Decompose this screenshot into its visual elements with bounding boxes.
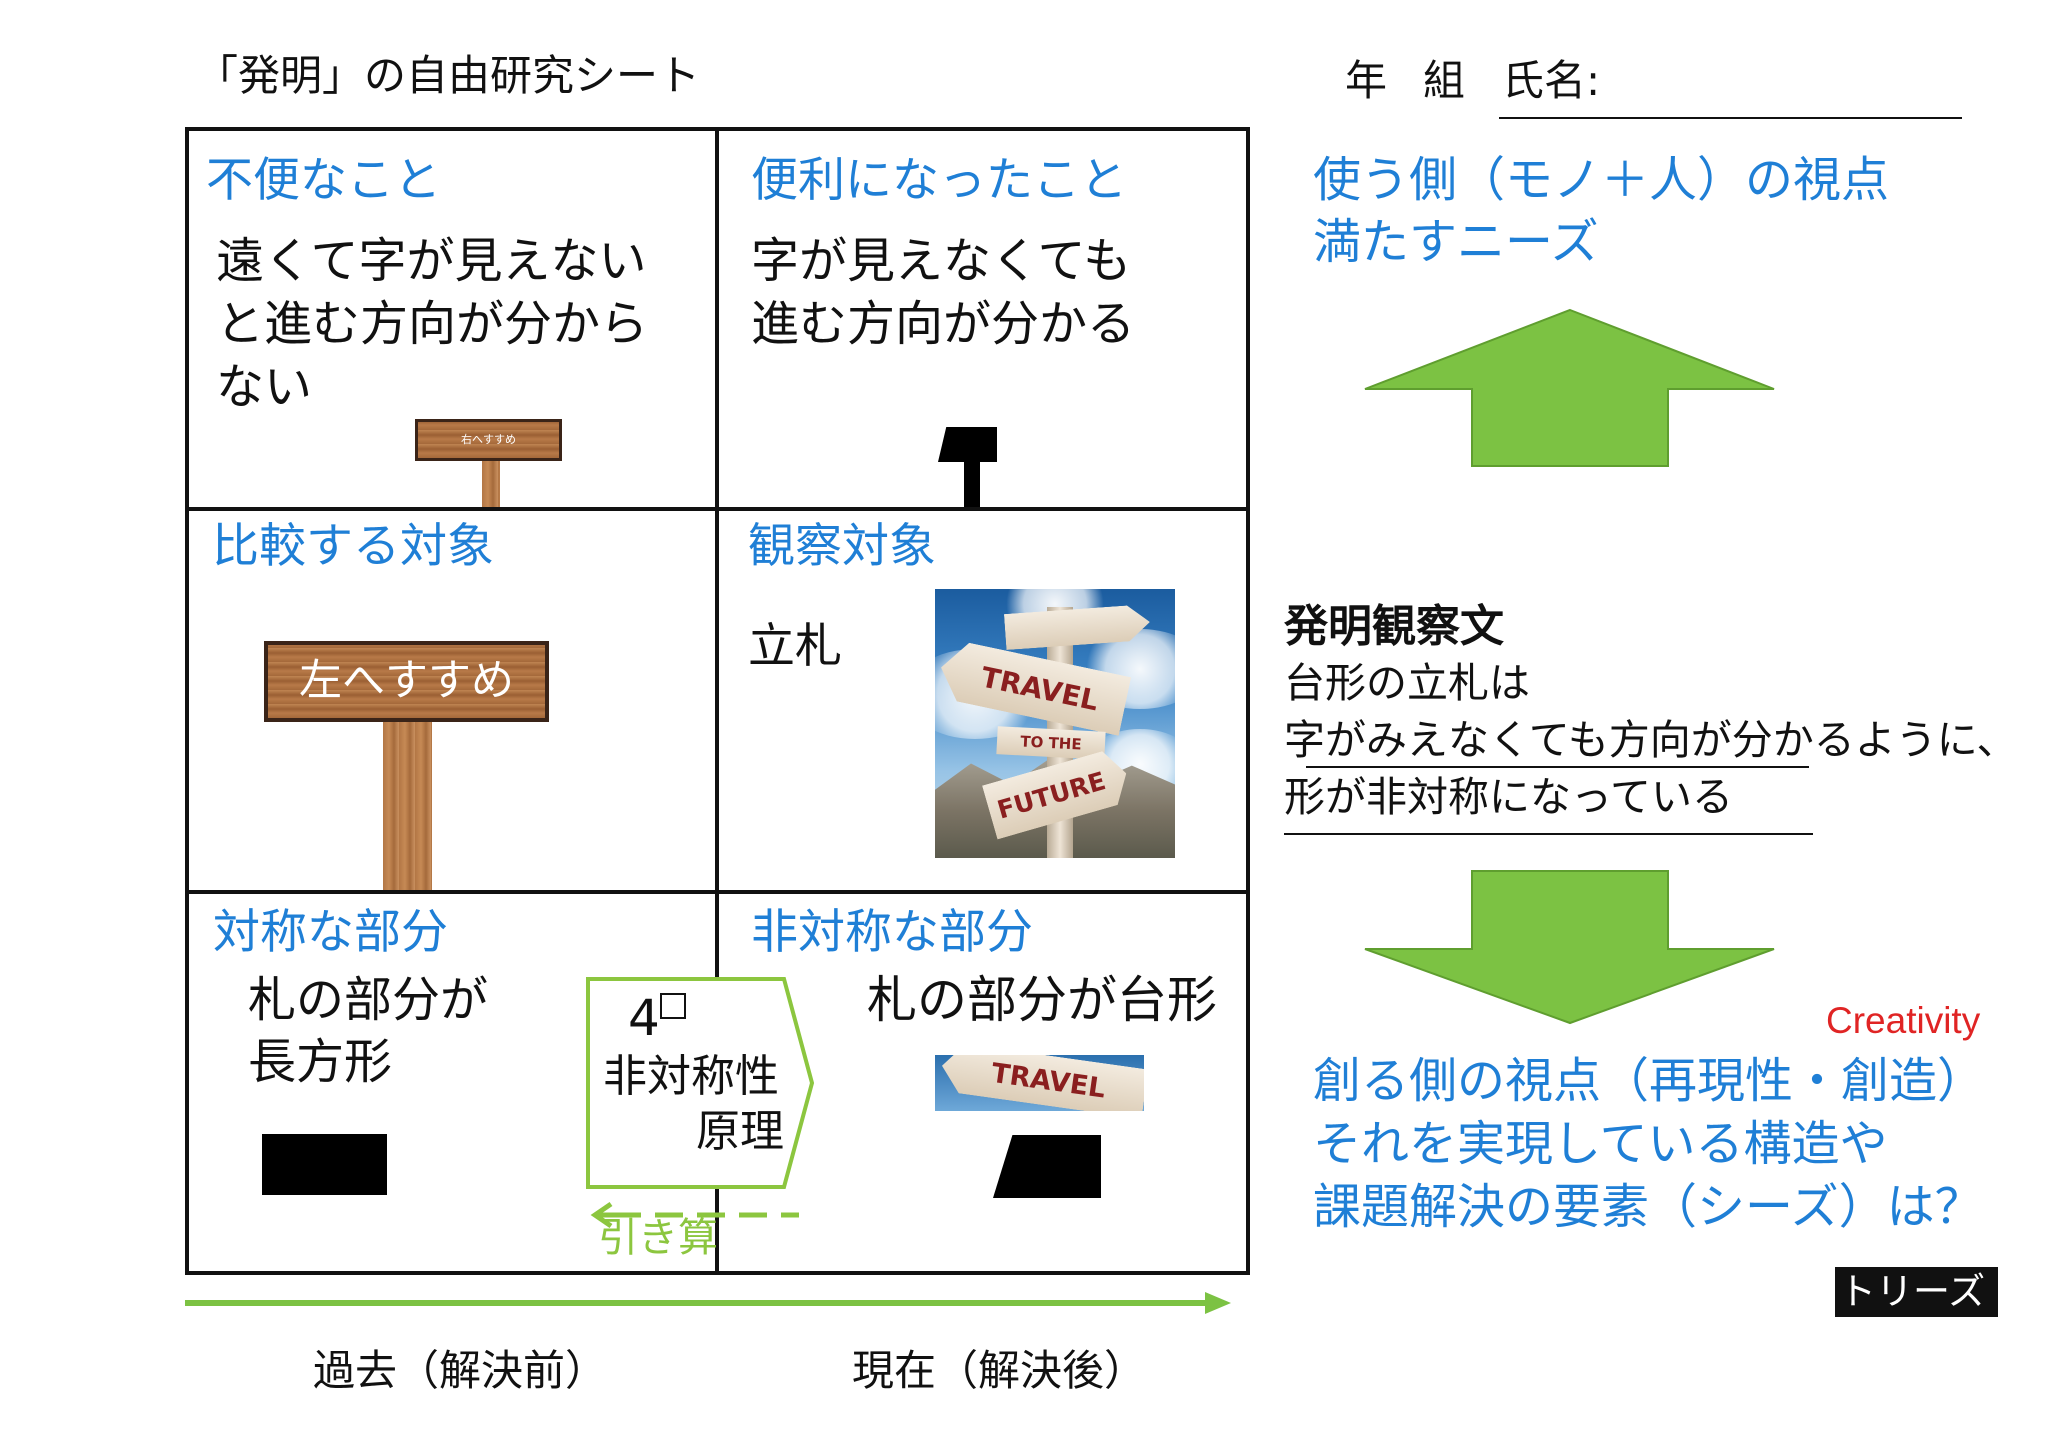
travel-board-text: TRAVEL bbox=[989, 1057, 1108, 1105]
convenience-heading: 便利になったこと bbox=[751, 153, 1127, 208]
observation-statement-heading: 発明観察文 bbox=[1284, 601, 1504, 652]
up-arrow-icon bbox=[1364, 308, 1775, 467]
symmetric-text: 札の部分が 長方形 bbox=[248, 969, 488, 1093]
statement-underline bbox=[1306, 766, 1809, 768]
text-line: 満たすニーズ bbox=[1313, 214, 1599, 270]
grid-vertical-divider bbox=[715, 127, 719, 1275]
triz-badge: トリーズ bbox=[1835, 1267, 1998, 1317]
asymmetric-heading: 非対称な部分 bbox=[751, 905, 1033, 960]
wooden-sign-post bbox=[383, 722, 432, 890]
grid-horizontal-divider bbox=[185, 890, 1250, 894]
convenience-text: 字が見えなくても 進む方向が分かる bbox=[751, 230, 1135, 356]
black-sign-post bbox=[964, 462, 980, 507]
text-line: 進む方向が分かる bbox=[751, 296, 1136, 352]
sheet-title: 「発明」の自由研究シート bbox=[196, 51, 701, 100]
black-trapezoid-shape bbox=[993, 1135, 1101, 1198]
inconvenience-text: 遠くて字が見えない と進む方向が分から ない bbox=[216, 230, 648, 419]
symmetric-heading: 対称な部分 bbox=[213, 905, 448, 960]
timeline-present-label: 現在（解決後） bbox=[852, 1346, 1147, 1395]
year-label: 年 bbox=[1345, 56, 1388, 105]
creator-view-text: 創る側の視点（再現性・創造） それを実現している構造や 課題解決の要素（シーズ）… bbox=[1313, 1050, 1985, 1239]
principle-suffix: 原理 bbox=[696, 1106, 784, 1157]
text-line: 字が見えなくても bbox=[751, 233, 1132, 289]
text-line: 遠くて字が見えない bbox=[216, 233, 647, 289]
text-line: 長方形 bbox=[248, 1034, 393, 1090]
name-underline bbox=[1499, 117, 1962, 119]
text-line: 字がみえなくても方向が分かるように、 bbox=[1284, 716, 2018, 764]
observation-label: 立札 bbox=[748, 619, 842, 674]
timeline-arrow-icon bbox=[185, 1292, 1231, 1314]
small-sign-text: 右へすすめ bbox=[461, 433, 516, 446]
text-line: それを実現している構造や bbox=[1313, 1116, 1888, 1172]
grid-horizontal-divider bbox=[185, 507, 1250, 511]
dashed-left-arrow-icon bbox=[590, 1201, 799, 1229]
signpost-tothe-board: TO THE bbox=[996, 726, 1106, 760]
wooden-sign-text: 左へすすめ bbox=[299, 656, 514, 706]
wooden-sign-board: 左へすすめ bbox=[264, 641, 549, 722]
name-label: 氏名: bbox=[1502, 56, 1601, 105]
observation-heading: 観察対象 bbox=[748, 519, 936, 574]
black-rectangle-shape bbox=[262, 1134, 387, 1195]
travel-board: TRAVEL bbox=[939, 1055, 1144, 1111]
travel-board-photo: TRAVEL bbox=[935, 1055, 1144, 1111]
square-icon bbox=[660, 993, 686, 1019]
triz-badge-text: トリーズ bbox=[1839, 1270, 1986, 1313]
subtraction-label: 引き算 bbox=[598, 1215, 718, 1261]
text-line: 台形の立札は bbox=[1284, 659, 1530, 707]
text-line: 札の部分が bbox=[248, 972, 489, 1028]
down-arrow-icon bbox=[1364, 870, 1775, 1025]
black-trapezoid-sign-icon bbox=[938, 427, 997, 462]
small-sign-post bbox=[482, 461, 500, 507]
user-view-text: 使う側（モノ＋人）の視点 満たすニーズ bbox=[1313, 149, 1889, 273]
text-line: 創る側の視点（再現性・創造） bbox=[1313, 1053, 1986, 1109]
timeline-past-label: 過去（解決前） bbox=[313, 1346, 608, 1395]
text-line: ない bbox=[216, 359, 313, 415]
inconvenience-heading: 不便なこと bbox=[206, 153, 441, 208]
comparison-heading: 比較する対象 bbox=[212, 519, 494, 574]
text-line: と進む方向が分から bbox=[216, 296, 649, 352]
signpost-photo: TRAVEL TO THE FUTURE bbox=[935, 589, 1175, 858]
text-line: 課題解決の要素（シーズ）は？ bbox=[1313, 1179, 1983, 1235]
creativity-label: Creativity bbox=[1826, 1000, 1981, 1041]
statement-underline bbox=[1284, 833, 1813, 835]
asymmetric-text: 札の部分が台形 bbox=[867, 971, 1217, 1029]
class-label: 組 bbox=[1423, 56, 1466, 105]
text-line: 形が非対称になっている bbox=[1284, 773, 1733, 821]
observation-statement-text: 台形の立札は 字がみえなくても方向が分かるように、 形が非対称になっている bbox=[1284, 655, 2018, 826]
text-line: 使う側（モノ＋人）の視点 bbox=[1313, 152, 1890, 208]
principle-name: 非対称性 bbox=[603, 1051, 779, 1102]
small-sign-board: 右へすすめ bbox=[415, 419, 562, 461]
principle-pentagon-arrow bbox=[586, 977, 815, 1189]
photo-tothe-text: TO THE bbox=[1019, 732, 1083, 754]
principle-number: 4 bbox=[628, 989, 660, 1047]
